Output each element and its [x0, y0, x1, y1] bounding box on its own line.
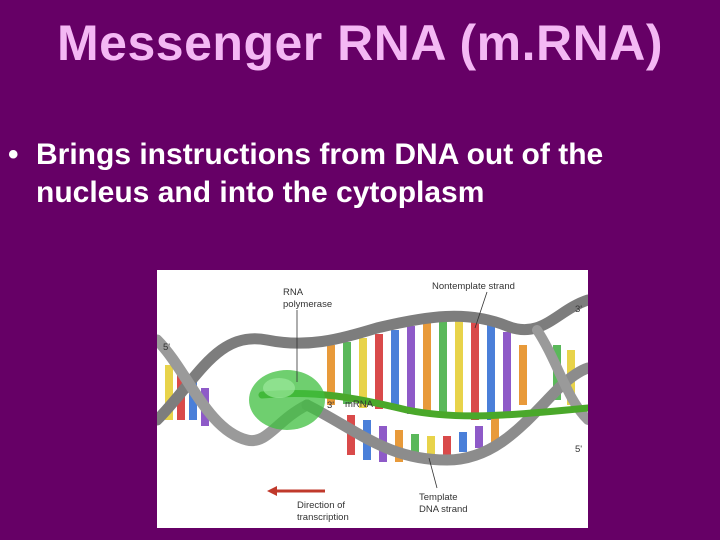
base-pair-rung [165, 365, 173, 420]
dna-backbone-right [532, 325, 588, 425]
template-leader [428, 457, 438, 489]
rna-polymerase-highlight [263, 378, 295, 398]
rna-polymerase-label-2: polymerase [283, 299, 332, 310]
base-pair-rung [475, 426, 483, 448]
bullet-text-line-1: Brings instructions from DNA out of the [36, 138, 604, 171]
nontemplate-leader [474, 291, 488, 329]
transcription-diagram: RNA polymerase Nontemplate strand mRNA D… [157, 270, 588, 528]
base-pair-rung [327, 345, 335, 405]
base-pair-rung [189, 380, 197, 420]
rna-polymerase-shape [249, 370, 325, 430]
direction-arrow-head [267, 486, 277, 496]
base-pair-rung [471, 320, 479, 420]
direction-label-1: Direction of [297, 500, 345, 511]
base-pair-rung [395, 430, 403, 462]
base-pair-rung [487, 324, 495, 420]
dna-backbone-back [157, 294, 588, 426]
base-pair-rung [407, 326, 415, 414]
transcription-diagram-svg: RNA polymerase Nontemplate strand mRNA D… [157, 281, 588, 523]
base-pair-rung [359, 338, 367, 408]
base-pair-rung [427, 436, 435, 458]
base-pair-rung [459, 432, 467, 452]
base-pair-rung [455, 318, 463, 418]
bullet-item: • Brings instructions from DNA out of th… [6, 136, 720, 212]
bullet-text-line-2: nucleus and into the cytoplasm [36, 176, 485, 209]
base-pair-rung [519, 345, 527, 405]
base-pair-rung [343, 342, 351, 404]
bullet-list: • Brings instructions from DNA out of th… [6, 136, 720, 212]
template-label-2: DNA strand [419, 504, 468, 515]
bullet-marker: • [8, 138, 19, 171]
base-pair-rung [375, 334, 383, 409]
direction-label-2: transcription [297, 512, 349, 523]
base-pair-rung [411, 434, 419, 460]
slide-title: Messenger RNA (m.RNA) [57, 15, 663, 71]
nontemplate-strand-label: Nontemplate strand [432, 281, 515, 292]
template-strand-backbone [301, 362, 588, 466]
five-prime-right-label: 5' [575, 444, 582, 455]
base-pair-rung [443, 436, 451, 456]
template-label-1: Template [419, 492, 458, 503]
mrna-label: mRNA [345, 399, 374, 410]
base-pair-rung [439, 320, 447, 416]
five-prime-left-label: 5' [163, 342, 170, 353]
base-pair-rung [491, 418, 499, 442]
base-pair-rung [503, 332, 511, 416]
base-pair-rung [391, 330, 399, 410]
three-prime-top-label: 3' [575, 304, 582, 315]
three-prime-mrna-label: 3' [327, 400, 334, 411]
rna-polymerase-label-1: RNA [283, 287, 304, 298]
base-pair-rung [423, 322, 431, 414]
